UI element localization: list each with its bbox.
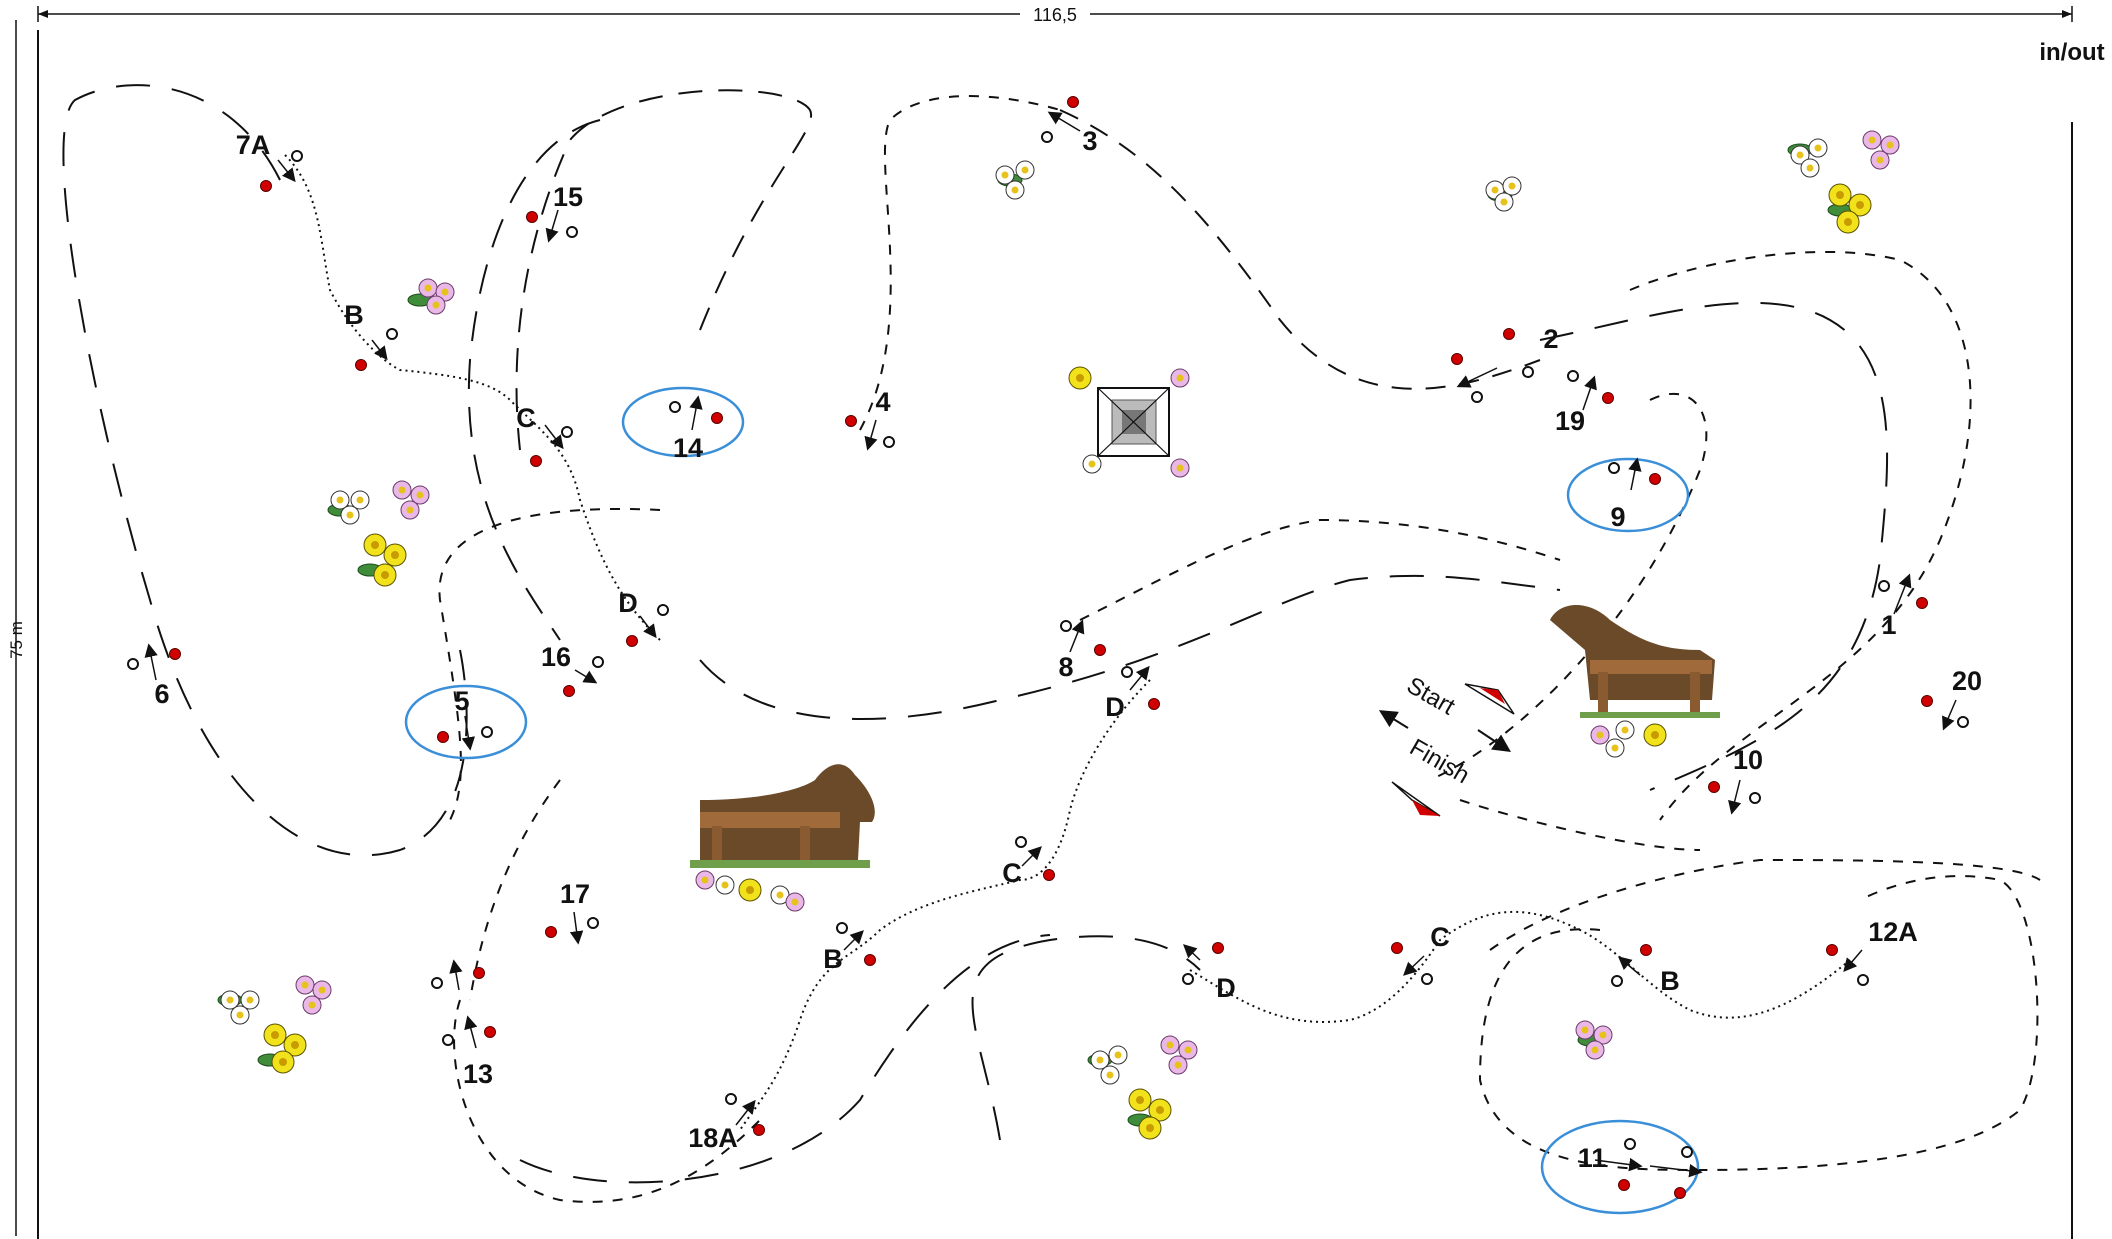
- obstacle-label: D: [1105, 692, 1125, 722]
- obstacle-label: 9: [1610, 502, 1625, 532]
- obstacle-label: 8: [1058, 652, 1073, 682]
- height-dimension: 75 m: [7, 20, 26, 1236]
- obstacle-4: 4: [845, 387, 895, 451]
- obstacle-label: C: [516, 403, 536, 433]
- obstacle-label: B: [344, 300, 364, 330]
- obstacle-label: 1: [1881, 610, 1896, 640]
- obstacle-label: B: [823, 944, 843, 974]
- obstacle-label: 13: [463, 1059, 493, 1089]
- obstacle-label: D: [618, 588, 638, 618]
- obstacle-label: 18A: [688, 1123, 738, 1153]
- flowers-horse-left: [695, 870, 805, 912]
- width-dimension: 116,5: [37, 3, 2073, 25]
- flowers-left-cluster: [327, 480, 430, 587]
- obstacle-label: 12A: [1868, 917, 1918, 947]
- flowers-bottom-center: [1087, 1035, 1198, 1140]
- obstacle-label: 14: [673, 433, 703, 463]
- obstacle-label: B: [1660, 966, 1680, 996]
- flowers-bottom-left: [217, 975, 332, 1074]
- obstacle-label: 19: [1555, 406, 1585, 436]
- obstacle-label: 16: [541, 642, 571, 672]
- obstacle-7a: 7A: [236, 130, 303, 192]
- flowers-bottom-right-small: [1575, 1020, 1613, 1060]
- obstacle-5: 5: [437, 686, 493, 751]
- obstacle-label: 10: [1733, 745, 1763, 775]
- obstacle-13: 13: [431, 959, 496, 1089]
- horse-fence-right: [1550, 605, 1720, 718]
- obstacle-1: 1: [1878, 573, 1928, 640]
- obstacle-12c: C: [1391, 922, 1450, 985]
- obstacle-label: 20: [1952, 666, 1982, 696]
- start-flag: [1464, 683, 1515, 715]
- obstacle-16: 16: [541, 642, 604, 697]
- obstacle-12a: 12A: [1826, 917, 1918, 986]
- horse-fence-left: [690, 764, 875, 868]
- finish-label: Finish: [1405, 734, 1474, 789]
- start-finish: Start Finish: [1378, 672, 1515, 817]
- obstacle-label: 11: [1578, 1143, 1607, 1173]
- course-route: [62, 84, 2041, 1203]
- obstacle-12b: B: [1611, 944, 1680, 996]
- obstacle-19: 19: [1555, 370, 1614, 436]
- obstacle-label: C: [1430, 922, 1450, 952]
- obstacle-label: 3: [1082, 126, 1097, 156]
- obstacle-8c: C: [1002, 836, 1055, 888]
- water-circle-14: [621, 386, 745, 458]
- obstacle-label: D: [1216, 973, 1236, 1003]
- obstacle-label: 5: [454, 686, 469, 716]
- in-out-label: in/out: [2039, 39, 2104, 66]
- obstacle-label: 7A: [236, 130, 271, 160]
- finish-flag: [1391, 781, 1441, 817]
- obstacle-15: 15: [526, 182, 583, 243]
- width-label: 116,5: [1033, 5, 1077, 25]
- obstacle-18a: 18A: [688, 1093, 765, 1153]
- obstacle-9: 9: [1608, 457, 1661, 532]
- flowers-top-center: [995, 160, 1035, 200]
- flowers-top-left: [407, 278, 455, 315]
- obstacle-14: 14: [669, 395, 723, 463]
- obstacle-7d: D: [618, 588, 669, 647]
- obstacle-11: 11: [1578, 1138, 1703, 1199]
- obstacle-label: 17: [560, 879, 590, 909]
- water-circle-5: [404, 684, 528, 760]
- obstacle-17: 17: [545, 879, 599, 945]
- obstacle-label: 2: [1543, 324, 1558, 354]
- obstacle-3: 3: [1041, 96, 1098, 156]
- obstacle-20: 20: [1921, 666, 1982, 731]
- obstacle-8d: D: [1105, 665, 1160, 722]
- judge-box: [1097, 387, 1170, 457]
- obstacle-8b: B: [823, 922, 876, 974]
- obstacle-10: 10: [1708, 745, 1763, 815]
- obstacle-6: 6: [127, 643, 181, 709]
- flowers-top-right-small: [1485, 176, 1522, 212]
- obstacle-label: 15: [553, 182, 583, 212]
- obstacle-label: 6: [154, 679, 169, 709]
- flowers-horse-right: [1590, 720, 1667, 758]
- flowers-top-right: [1787, 130, 1900, 234]
- height-label: 75 m: [7, 621, 26, 659]
- obstacle-2: 2: [1451, 324, 1559, 403]
- obstacle-8: 8: [1058, 619, 1106, 682]
- obstacle-7b: B: [344, 300, 398, 371]
- start-label: Start: [1402, 672, 1460, 721]
- obstacle-7c: C: [516, 403, 573, 467]
- obstacle-label: 4: [875, 387, 890, 417]
- water-circle-9: [1566, 457, 1690, 533]
- obstacle-12d: D: [1182, 942, 1236, 1003]
- obstacle-label: C: [1002, 858, 1022, 888]
